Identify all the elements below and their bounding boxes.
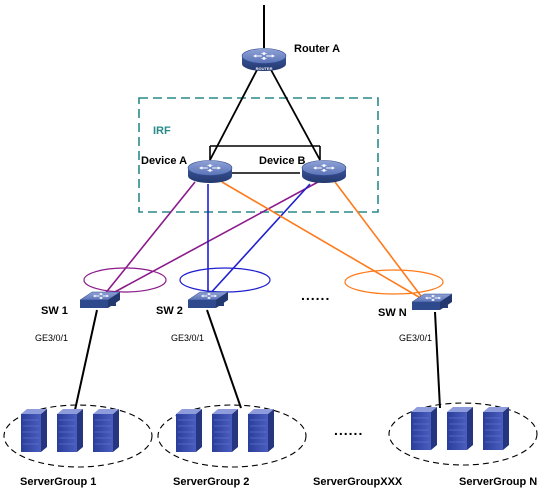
router-icon: ROUTER bbox=[241, 48, 287, 72]
server-icon bbox=[410, 406, 510, 451]
sw1-port-label: GE3/0/1 bbox=[35, 333, 69, 343]
servergroup-1-label: ServerGroup 1 bbox=[20, 476, 97, 488]
aggregation-ring-sw1 bbox=[83, 267, 167, 293]
server-icon bbox=[175, 408, 275, 453]
servergroup-xxx-label: ServerGroupXXX bbox=[313, 476, 403, 488]
device-a-label: Device A bbox=[141, 155, 188, 167]
irf-box bbox=[138, 97, 379, 213]
device-b-label: Device B bbox=[259, 155, 306, 167]
link-sw2-servers bbox=[206, 309, 242, 409]
link-b-sw2 bbox=[207, 183, 311, 297]
sw1-label: SW 1 bbox=[41, 305, 68, 317]
sw2-port-label: GE3/0/1 bbox=[171, 333, 205, 343]
server-group-ring-1 bbox=[3, 404, 153, 468]
link-a-sw1 bbox=[99, 181, 196, 301]
server-icon bbox=[20, 408, 120, 453]
core-switch-icon bbox=[301, 160, 347, 184]
link-router-device-b bbox=[269, 67, 321, 161]
aggregation-ring-swn bbox=[344, 269, 444, 295]
servergroup-n-label: ServerGroup N bbox=[459, 476, 538, 488]
access-switch-icon bbox=[187, 291, 229, 309]
link-b-sw1 bbox=[99, 181, 319, 301]
link-a-swn bbox=[221, 181, 425, 301]
swn-label: SW N bbox=[378, 307, 407, 319]
swn-port-label: GE3/0/1 bbox=[399, 333, 433, 343]
link-sw1-servers bbox=[74, 309, 98, 411]
access-ellipsis: ...... bbox=[301, 287, 331, 303]
servergroup-2-label: ServerGroup 2 bbox=[173, 476, 250, 488]
server-ellipsis: ...... bbox=[334, 422, 364, 438]
access-switch-icon bbox=[79, 291, 121, 309]
router-caption: ROUTER bbox=[256, 66, 273, 71]
irf-label: IRF bbox=[153, 125, 171, 137]
server-group-ring-n bbox=[388, 402, 538, 466]
link-router-device-a bbox=[209, 67, 259, 161]
sw2-label: SW 2 bbox=[156, 305, 183, 317]
core-switch-icon bbox=[187, 160, 233, 184]
aggregation-ring-sw2 bbox=[179, 267, 271, 293]
server-group-ring-2 bbox=[157, 404, 307, 468]
link-b-swn bbox=[334, 181, 425, 301]
router-label: Router A bbox=[294, 43, 341, 55]
link-swn-servers bbox=[434, 311, 441, 409]
